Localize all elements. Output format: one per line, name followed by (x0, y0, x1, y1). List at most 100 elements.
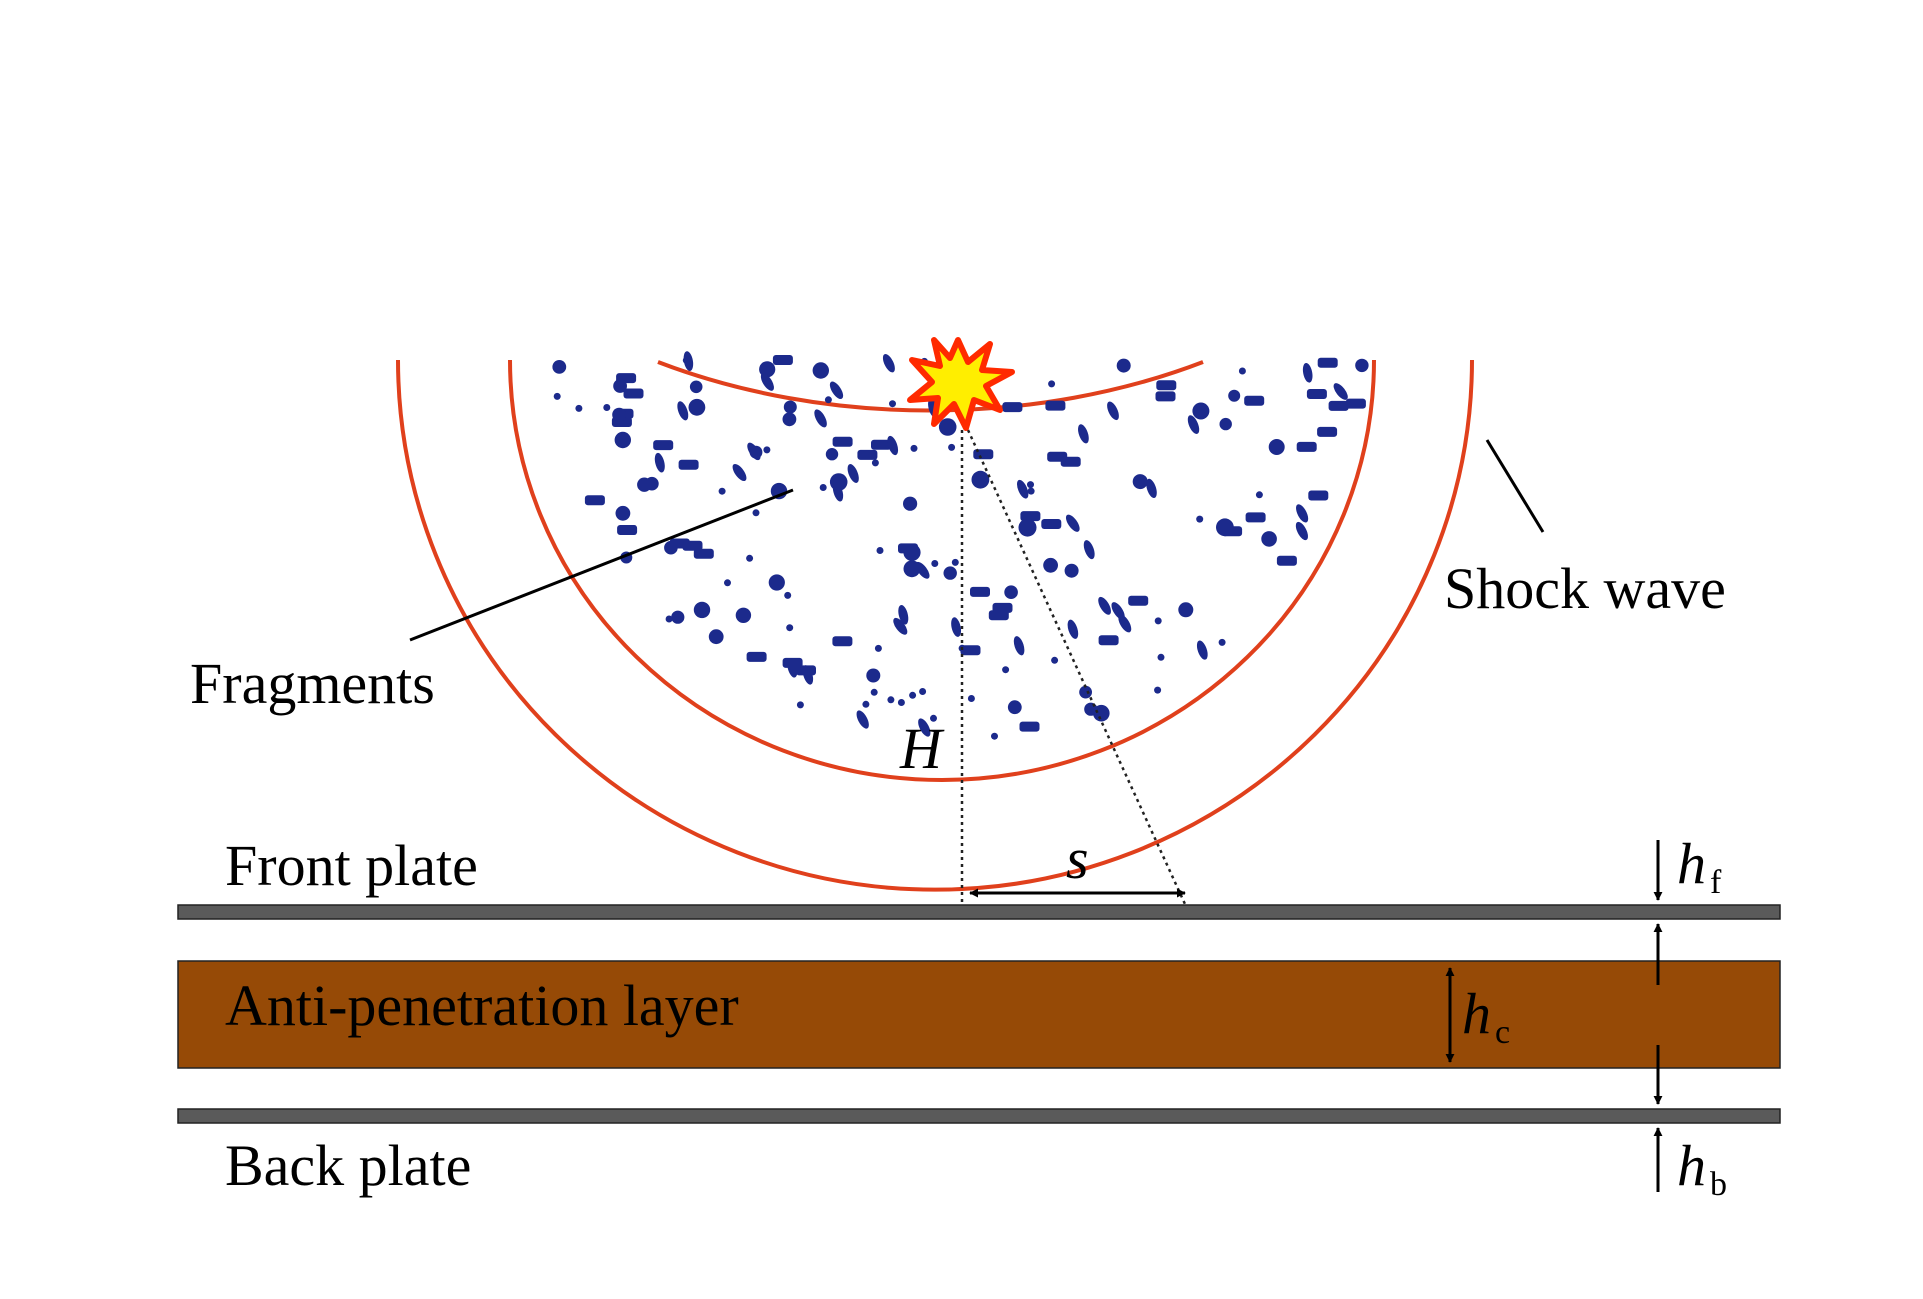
fragment-particle (1333, 383, 1348, 400)
fragment-particle (1047, 451, 1068, 462)
standoff-symbol: s (1066, 826, 1089, 891)
fragment-particle (708, 629, 724, 645)
fragment-particle (887, 435, 899, 456)
fragment-particle (603, 404, 611, 411)
fragment-particle (903, 496, 918, 511)
fragment-particle (802, 665, 814, 685)
fragment-particle (689, 380, 703, 394)
geometry-lines (960, 429, 1192, 916)
fragment-particle (1017, 479, 1029, 499)
fragment-particle (1355, 358, 1369, 373)
fragment-particle (665, 615, 673, 623)
fragment-particle (1043, 557, 1058, 573)
hf-subscript: f (1710, 864, 1722, 901)
fragment-particle (653, 440, 674, 451)
fragment-particle (866, 668, 881, 683)
fragment-particle (614, 431, 631, 449)
fragment-particle (898, 543, 918, 554)
fragment-particle (718, 487, 726, 495)
fragment-particle (1306, 389, 1327, 399)
fragment-particle (876, 547, 884, 554)
fragment-particle (1345, 398, 1366, 409)
fragment-particle (575, 404, 583, 412)
fragment-particle (1079, 685, 1092, 699)
fragment-particle (1261, 531, 1277, 547)
fragment-particle (918, 718, 931, 737)
fragment-particle (889, 400, 896, 408)
fragment-particle (948, 443, 956, 451)
fragment-particle (763, 446, 771, 454)
fragment-particle (1146, 478, 1157, 499)
fragment-particle (746, 554, 754, 562)
fragment-particle (1245, 512, 1266, 523)
fragment-particle (1238, 367, 1246, 375)
fragment-particle (671, 610, 685, 624)
fragment-particle (887, 696, 895, 704)
fragment-particle (1098, 596, 1111, 615)
fragment-particle (772, 355, 793, 365)
fragment-particle (812, 362, 829, 379)
fragment-particle (832, 482, 844, 502)
fragment-particle (683, 351, 694, 371)
fragment-particle (553, 392, 561, 400)
fragment-particle (967, 695, 975, 702)
fragment-particle (637, 477, 652, 492)
fragment-particle (1093, 704, 1110, 722)
fragment-particle (584, 495, 605, 506)
fragment-particle (960, 645, 981, 656)
fragment-particle (1007, 700, 1022, 715)
fragment-particle (819, 484, 827, 491)
hb-subscript: b (1710, 1166, 1727, 1203)
fragment-particle (746, 651, 767, 662)
fragment-particle (787, 658, 798, 678)
hf-main: h (1677, 831, 1706, 896)
anti-penetration-layer-label: Anti-penetration layer (225, 973, 739, 1038)
fragment-particle (1228, 389, 1241, 402)
fragment-particle (910, 444, 918, 452)
fragment-particle (677, 401, 689, 421)
fragment-particle (1116, 358, 1131, 373)
fragments-leader (409, 488, 794, 642)
fragment-particle (1187, 415, 1200, 434)
fragment-particle (732, 463, 747, 482)
fragment-particle (824, 396, 832, 404)
back-plate-label: Back plate (225, 1133, 471, 1198)
fragment-particle (1317, 426, 1338, 437)
fragment-particle (1157, 653, 1165, 661)
fragment-particle (857, 449, 878, 460)
fragment-particle (752, 509, 760, 517)
fragment-particle (1218, 638, 1226, 646)
fragment-particle (897, 699, 905, 706)
fragment-particle (783, 400, 797, 414)
fragment-particle (871, 459, 879, 467)
fragment-particle (1328, 400, 1349, 411)
fragment-particle (1216, 518, 1234, 537)
fragment-particle (832, 436, 853, 447)
fragment-particle (1013, 636, 1025, 656)
fragment-particle (829, 381, 844, 400)
fragment-particle (898, 605, 909, 625)
fragment-particle (1308, 490, 1329, 501)
fragment-particle (552, 360, 567, 374)
fragment-particle (1004, 585, 1018, 599)
fragment-particle (1317, 357, 1338, 368)
fragment-particle (768, 574, 785, 591)
fragment-particle (724, 579, 731, 587)
explosion-icon (907, 337, 1015, 431)
fragment-particle (919, 688, 927, 695)
fragment-particle (1048, 380, 1056, 388)
fragment-particle (1002, 666, 1010, 674)
fragment-particle (1083, 540, 1095, 560)
fragment-particle (1196, 515, 1204, 523)
fragment-particle (882, 353, 895, 373)
fragment-particle (784, 591, 792, 599)
fragment-particle (825, 448, 839, 461)
fragment-particle (1041, 519, 1062, 529)
fragment-particle (1020, 511, 1041, 522)
fragment-particle (871, 439, 891, 450)
fragment-particle (617, 525, 638, 535)
fragment-particle (814, 409, 827, 428)
fragment-particle (930, 714, 937, 722)
fragment-particle (693, 548, 714, 559)
